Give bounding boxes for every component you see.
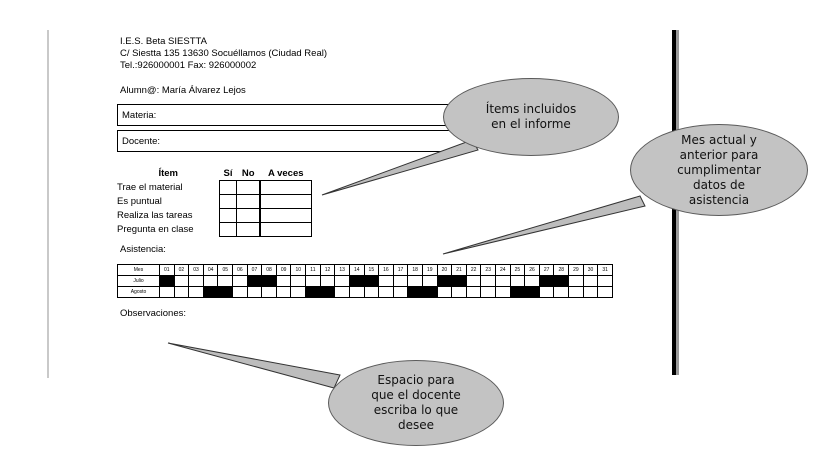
- items-header-row: Ítem Sí No A veces: [117, 167, 312, 181]
- yes-header: Sí: [223, 168, 233, 179]
- attendance-row: Agosto: [117, 286, 613, 298]
- callout-months-text: Mes actual y anterior para cumplimentar …: [677, 132, 761, 207]
- attendance-cell[interactable]: [305, 286, 321, 298]
- day-header: 01: [159, 264, 175, 276]
- day-header: 25: [509, 264, 526, 276]
- observations-label: Observaciones:: [120, 308, 187, 319]
- callout-space: Espacio para que el docente escriba lo q…: [328, 360, 504, 446]
- item-header: Ítem: [158, 168, 179, 180]
- no-header: No: [241, 168, 255, 179]
- attendance-cell[interactable]: [202, 286, 219, 298]
- student-name: Alumn@: María Álvarez Lejos: [120, 85, 246, 96]
- attendance-cell[interactable]: [159, 286, 175, 298]
- subject-label: Materia:: [122, 110, 157, 121]
- item-label: Pregunta en clase: [117, 224, 194, 235]
- school-address: C/ Siestta 135 13630 Socuéllamos (Ciudad…: [120, 48, 328, 59]
- sometimes-cell: [259, 222, 312, 237]
- items-table: Ítem Sí No A veces Trae el material Es p…: [117, 167, 312, 237]
- callout-space-text: Espacio para que el docente escriba lo q…: [371, 373, 461, 432]
- month-label: Agosto: [117, 286, 160, 298]
- callout-items: Ítems incluidos en el informe: [443, 78, 619, 156]
- table-row: Pregunta en clase: [117, 222, 312, 237]
- item-label: Es puntual: [117, 196, 162, 207]
- callout-items-text: Ítems incluidos en el informe: [485, 102, 577, 131]
- school-name: I.E.S. Beta SIESTTA: [120, 36, 207, 47]
- page-left-border: [47, 30, 49, 378]
- callout-months: Mes actual y anterior para cumplimentar …: [630, 124, 808, 216]
- attendance-label: Asistencia:: [120, 244, 166, 255]
- attendance-cell[interactable]: [524, 286, 540, 298]
- attendance-cell[interactable]: [538, 286, 555, 298]
- item-label: Realiza las tareas: [117, 210, 193, 221]
- callout-pointer-months: [442, 195, 646, 255]
- sometimes-header: A veces: [267, 168, 304, 179]
- school-phone: Tel.:926000001 Fax: 926000002: [120, 60, 257, 71]
- attendance-cell[interactable]: [232, 286, 248, 298]
- attendance-cell[interactable]: [509, 286, 526, 298]
- attendance-cell[interactable]: [597, 286, 613, 298]
- table-row: Realiza las tareas: [117, 208, 312, 223]
- callout-pointer-items: [321, 139, 479, 196]
- yes-cell: [219, 222, 237, 237]
- attendance-cell[interactable]: [173, 286, 190, 298]
- attendance-cell[interactable]: [568, 286, 584, 298]
- item-label: Trae el material: [117, 182, 183, 193]
- attendance-cell[interactable]: [188, 286, 204, 298]
- teacher-label: Docente:: [122, 136, 161, 147]
- callout-pointer-space: [167, 342, 341, 389]
- attendance-cell[interactable]: [553, 286, 570, 298]
- attendance-cell[interactable]: [217, 286, 234, 298]
